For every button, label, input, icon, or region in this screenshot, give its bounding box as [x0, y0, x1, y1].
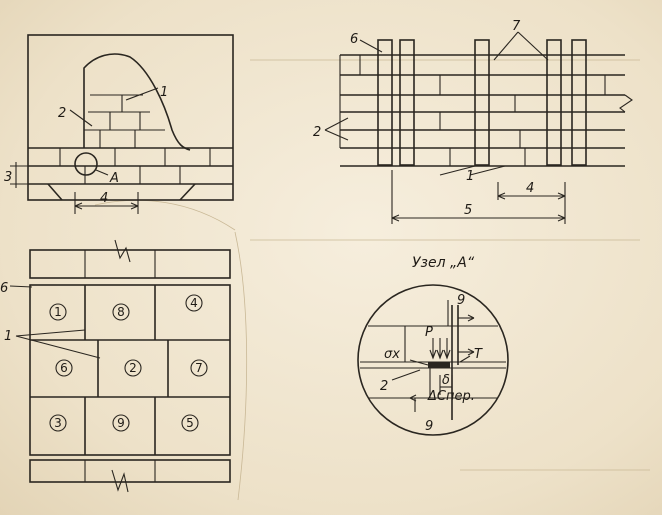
svg-text:2: 2: [129, 361, 137, 375]
label-tr-2: 2: [313, 125, 321, 140]
label-tr-5: 5: [464, 203, 472, 218]
grid-cell-7: 7: [190, 359, 208, 377]
grid-cell-2: 2: [124, 359, 142, 377]
grid-number-circles: 1 8 4 6 2 7 3 9 5: [49, 294, 208, 432]
label-tl-2: 2: [58, 106, 66, 121]
label-node-9-top: 9: [457, 293, 465, 308]
node-a-detail: [357, 284, 509, 436]
label-node-9-bot: 9: [425, 419, 433, 434]
label-tr-1: 1: [466, 169, 474, 184]
svg-text:4: 4: [190, 296, 198, 310]
grid-cell-5: 5: [181, 414, 199, 432]
label-node-t: T: [474, 347, 483, 362]
label-tl-4: 4: [100, 191, 108, 206]
grid-cell-4: 4: [185, 294, 203, 312]
node-a-title: Узел „A“: [412, 255, 475, 271]
wall-elevation-right: [324, 31, 633, 224]
svg-text:5: 5: [186, 416, 194, 430]
node-a-circle: [74, 152, 98, 176]
svg-text:7: 7: [195, 361, 203, 375]
svg-text:1: 1: [54, 305, 62, 319]
grid-cell-6: 6: [55, 359, 73, 377]
label-bl-6: 6: [0, 281, 8, 296]
wall-section-left: [10, 34, 234, 214]
grid-cell-3: 3: [49, 414, 67, 432]
label-node-2: 2: [380, 379, 388, 394]
svg-text:3: 3: [54, 416, 62, 430]
block-grid: [9, 239, 231, 493]
label-node-tau: ΔCпер.: [427, 389, 475, 404]
label-tr-7: 7: [512, 19, 521, 34]
svg-text:8: 8: [117, 305, 125, 319]
label-bl-1: 1: [4, 329, 12, 344]
label-tl-3: 3: [4, 170, 12, 185]
label-tl-1: 1: [160, 85, 168, 100]
label-node-p: P: [425, 325, 433, 340]
grid-cell-1: 1: [49, 303, 67, 321]
label-tl-a: A: [109, 171, 119, 186]
label-node-sigma: σx: [384, 347, 400, 362]
grid-cell-9: 9: [112, 414, 130, 432]
grid-cell-8: 8: [112, 303, 130, 321]
label-tr-4: 4: [526, 181, 534, 196]
svg-text:6: 6: [60, 361, 68, 375]
svg-text:9: 9: [117, 416, 125, 430]
background-texture: [94, 59, 650, 501]
label-node-delta: δ: [442, 373, 450, 388]
label-tr-6: 6: [350, 32, 358, 47]
